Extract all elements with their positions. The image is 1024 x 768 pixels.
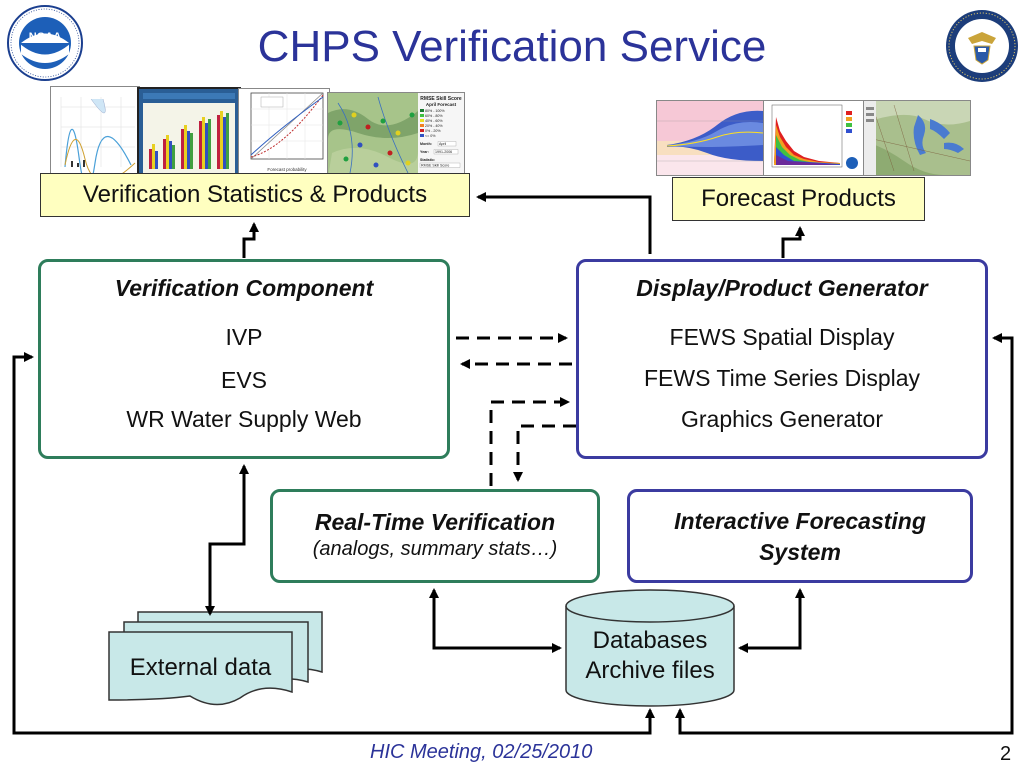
- real-time-verification-title: Real-Time Verification: [314, 509, 556, 535]
- commerce-seal-icon: [944, 8, 1022, 86]
- rmse-stat-value: RMSE Skill Score: [421, 164, 449, 168]
- rmse-title: RMSE Skill Score: [420, 96, 462, 102]
- databases-label-line1: Databases: [592, 627, 708, 654]
- slide-title: CHPS Verification Service: [257, 22, 767, 71]
- external-data-label: External data: [129, 654, 272, 681]
- rmse-legend-3: 20% - 40%: [425, 124, 443, 128]
- display-generator-title: Display/Product Generator: [636, 275, 928, 301]
- rmse-month-label: Month:: [420, 142, 432, 146]
- verification-component-title: Verification Component: [114, 275, 374, 301]
- rmse-month-value: April: [439, 142, 446, 146]
- forecast-hydrograph-thumbnail: [763, 100, 865, 176]
- rmse-subtitle: April Forecast: [426, 102, 457, 107]
- databases-label: Databases Archive files: [566, 626, 734, 686]
- rmse-legend-4: 0% - 20%: [425, 129, 441, 133]
- verification-item-evs: EVS: [220, 367, 268, 393]
- reliability-diagram-thumbnail: Forecast probability: [238, 88, 330, 178]
- slide-footer: HIC Meeting, 02/25/2010: [370, 741, 593, 763]
- rmse-year-label: Year:: [420, 150, 429, 154]
- verification-plot-thumbnail-1: [50, 86, 140, 176]
- verification-item-wr-water-supply: WR Water Supply Web: [126, 406, 362, 432]
- databases-label-line2: Archive files: [585, 657, 715, 684]
- spatial-map-thumbnail: [863, 100, 971, 176]
- rmse-legend-0: 80% - 100%: [425, 109, 445, 113]
- ifs-title-line1: Interactive Forecasting: [674, 508, 926, 534]
- noaa-logo-text: NOAA: [29, 31, 61, 43]
- rmse-skill-map-thumbnail: RMSE Skill Score April Forecast 80% - 10…: [327, 92, 465, 178]
- display-item-fews-spatial: FEWS Spatial Display: [669, 324, 895, 350]
- verification-statistics-products-box: Verification Statistics & Products: [40, 173, 470, 217]
- noaa-logo-icon: NOAA: [6, 4, 84, 82]
- rmse-legend-1: 60% - 80%: [425, 114, 443, 118]
- ifs-title-line2: System: [759, 539, 841, 565]
- reliability-axis-label: Forecast probability: [267, 167, 307, 172]
- rmse-legend-2: 40% - 60%: [425, 119, 443, 123]
- display-product-generator-box: Display/Product Generator FEWS Spatial D…: [576, 259, 988, 459]
- real-time-verification-box: Real-Time Verification (analogs, summary…: [270, 489, 600, 583]
- rmse-legend-5: <= 0%: [425, 134, 436, 138]
- verification-component-box: Verification Component IVP EVS WR Water …: [38, 259, 450, 459]
- verification-item-ivp: IVP: [225, 324, 263, 350]
- real-time-verification-subtitle: (analogs, summary stats…): [312, 538, 558, 560]
- forecast-products-box: Forecast Products: [672, 177, 925, 221]
- verification-bar-chart-thumbnail: [137, 87, 241, 179]
- ensemble-plume-thumbnail: [656, 100, 766, 176]
- display-item-fews-time-series: FEWS Time Series Display: [643, 365, 921, 391]
- rmse-stat-label: Statistic:: [420, 158, 435, 162]
- interactive-forecasting-system-box: Interactive Forecasting System: [627, 489, 973, 583]
- display-item-graphics-generator: Graphics Generator: [681, 406, 883, 432]
- rmse-year-value: 1991-2006: [435, 150, 452, 154]
- page-number: 2: [1000, 743, 1012, 765]
